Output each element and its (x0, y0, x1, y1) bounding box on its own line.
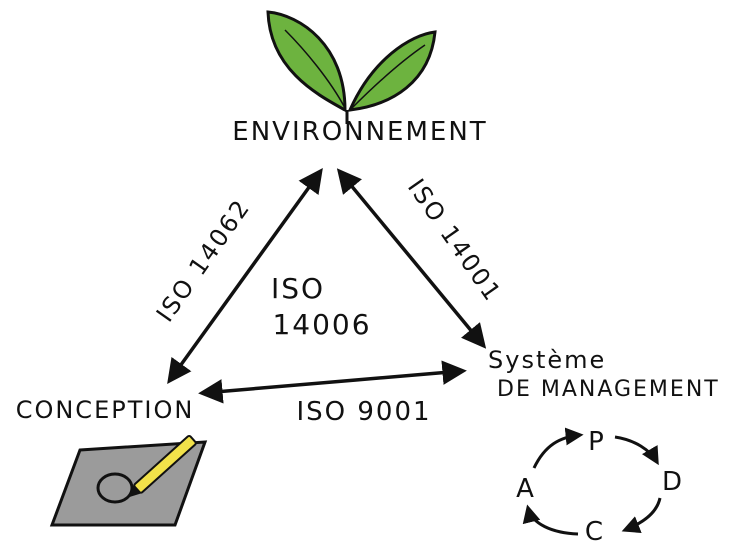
drawing-pad-icon (49, 434, 208, 527)
edge-label-iso-9001: ISO 9001 (296, 397, 431, 427)
leaf-vein-right (351, 44, 426, 109)
leaf-vein-left (284, 29, 346, 109)
plant-icon (266, 10, 437, 124)
center-label-line1: ISO (271, 272, 325, 305)
left-leaf (266, 10, 347, 113)
pdca-arrow-c-a (522, 504, 579, 536)
edge-label-iso-14001: ISO 14001 (402, 174, 507, 307)
pdca-a: A (516, 474, 536, 504)
center-label-line2: 14006 (272, 308, 371, 341)
arrow-conception-management (198, 360, 467, 404)
pdca-arrow-d-c (621, 497, 662, 534)
node-management-line1: Système (488, 346, 606, 374)
node-environment: ENVIRONNEMENT (232, 117, 487, 147)
edge-label-iso-14062: ISO 14062 (151, 194, 256, 327)
node-management-line2: DE MANAGEMENT (497, 377, 720, 402)
arrow-environment-management (336, 168, 487, 349)
pad-doodle (96, 472, 134, 504)
pdca-p: P (588, 427, 606, 457)
pdca-arrow-a-p (532, 427, 584, 469)
node-conception: CONCEPTION (16, 396, 195, 424)
pdca-d: D (662, 467, 684, 497)
pencil-icon (128, 434, 197, 498)
pdca-arrow-p-d (614, 435, 659, 466)
pdca-cycle: P D C A (516, 427, 684, 547)
pdca-c: C (585, 517, 605, 547)
arrow-conception-environment (167, 168, 323, 384)
